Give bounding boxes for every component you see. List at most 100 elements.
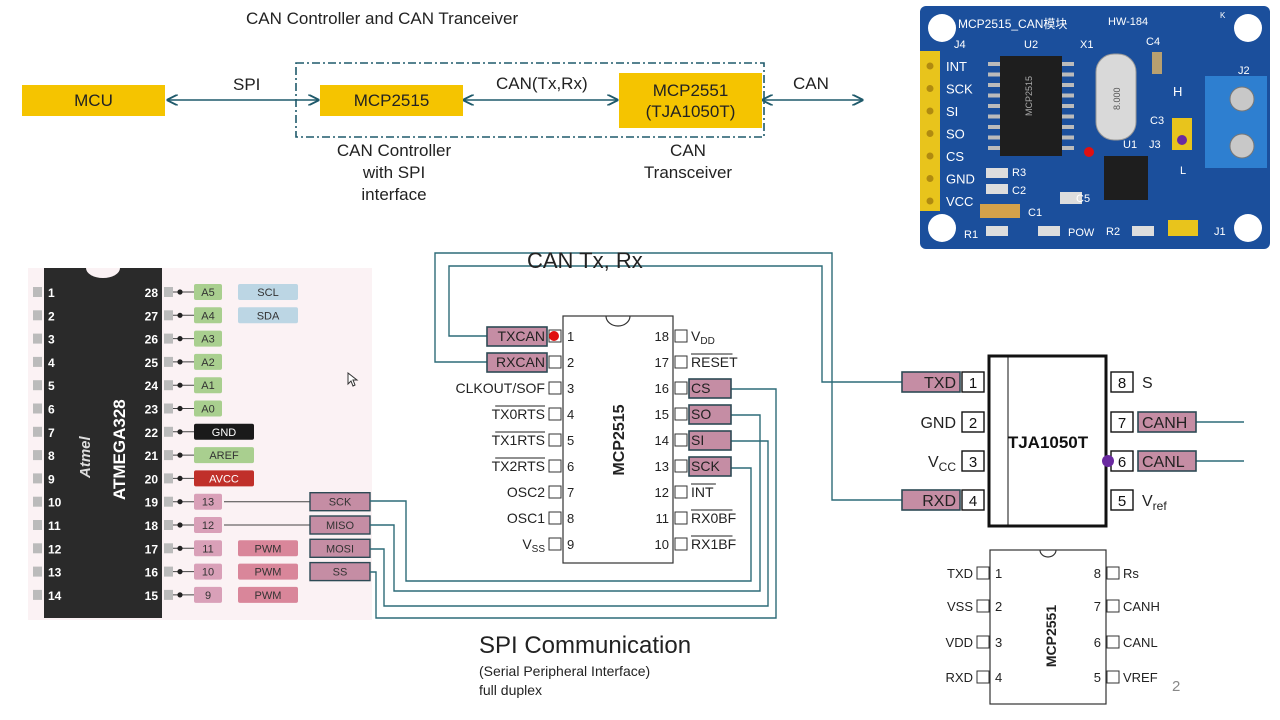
svg-text:3: 3 [995,635,1002,650]
mcp2551-pin [976,670,990,684]
svg-text:8: 8 [1094,566,1101,581]
mcp2515-pin [548,407,562,421]
chip-leg [988,146,1000,150]
atmega-pin-number: 2 [48,309,55,323]
svg-text:4: 4 [969,493,977,510]
atmega-pin-number: 21 [145,449,159,463]
svg-text:J4: J4 [954,39,966,51]
svg-text:C4: C4 [1146,36,1160,48]
mcp2551-pin [976,566,990,580]
tja-pin [1110,489,1134,511]
atmega-pin [164,450,173,461]
mcp2515-pin-number: 16 [655,381,669,396]
mcp2515-pin [674,355,688,369]
atmega-pin-number: 11 [48,519,61,533]
pin-function-tag [194,517,222,533]
pin-function-tag [194,330,222,347]
mcp2515-pin-number: 6 [567,459,574,474]
svg-text:AREF: AREF [209,450,239,462]
pin-function-tag [194,400,222,417]
mcu-block: MCU [22,85,165,116]
mcp2515-pin [674,459,688,473]
mcp2515-pin-number: 15 [655,407,669,422]
wire [370,388,777,619]
svg-text:U1: U1 [1123,139,1137,151]
svg-text:X1: X1 [1080,39,1093,51]
tja-pin-name: VCC [928,454,956,474]
pin-function-tag [194,586,222,603]
tja-pin [961,450,985,472]
mcp2551-pin-name: VREF [1123,670,1158,685]
mcp2551-pin-name: VSS [947,599,973,614]
atmega-pin-number: 15 [145,589,159,603]
svg-text:PWM: PWM [255,543,282,555]
mcp2515-pin-name: SI [691,432,704,448]
atmega-pin-number: 28 [145,286,159,300]
mcp2551-pin [976,635,990,649]
mcp2515-label: MCP2515 [611,404,628,475]
mcp2515-body [562,315,674,564]
atmega-pin-number: 13 [48,566,62,580]
mcp2515-pin-number: 13 [655,459,669,474]
header-pin [926,107,934,115]
atmega-pin-number: 22 [145,426,159,440]
svg-text:C3: C3 [1150,115,1164,127]
mcp2551-pin [1106,635,1120,649]
header-pin [926,197,934,205]
svg-text:SCL: SCL [257,287,278,299]
atmega-pin-number: 24 [145,379,159,393]
atmega-pin [164,380,173,391]
svg-text:U2: U2 [1024,39,1038,51]
svg-text:2: 2 [995,599,1002,614]
svg-text:R3: R3 [1012,167,1026,179]
atmega-pin [164,403,173,414]
mcp2515-pin-tag [688,378,732,399]
atmega-pin-number: 16 [145,566,159,580]
tja-pin-tag [1137,450,1197,472]
mcp2515-pin-number: 18 [655,329,669,344]
can-txrx-label: CAN(Tx,Rx) [496,74,588,93]
atmega-pin [33,310,42,321]
svg-text:4: 4 [995,670,1002,685]
svg-text:J1: J1 [1214,226,1226,238]
mcp2515-pin-name: SCK [691,458,720,474]
mcp2551-body [989,549,1107,705]
mcp2515-pin [548,485,562,499]
svg-text:MOSI: MOSI [326,543,354,555]
mcp2515-pin-number: 2 [567,355,574,370]
svg-text:PWM: PWM [255,567,282,579]
atmega-pin [33,520,42,530]
mcp2515-pin-number: 10 [655,537,669,552]
mcp2515-pin [548,355,562,369]
mcp2515-pin-name: RXCAN [496,354,545,370]
mcp2515-pin-name: CLKOUT/SOF [456,380,545,396]
tja-pin [961,489,985,511]
header-pin-label: SO [946,127,965,142]
mcp2515-pin [674,485,688,499]
atmega-pin [33,473,42,484]
svg-text:MCP2515: MCP2515 [1024,76,1034,116]
svg-text:MISO: MISO [326,520,355,532]
mcp2515-pin-name: CS [691,380,710,396]
svg-text:SDA: SDA [257,310,280,322]
atmega-pin-number: 25 [145,356,159,370]
svg-text:5: 5 [1094,670,1101,685]
atmega-pin-number: 12 [48,542,62,556]
mcp2515-pin [548,459,562,473]
mcp2515-pin-tag [486,326,548,347]
mcp2515-pin [674,537,688,551]
page-number: 2 [1172,678,1181,695]
atmega-pin-number: 17 [145,542,159,556]
atmega-pin-number: 3 [48,333,55,347]
chip-leg [988,125,1000,129]
can-module-photo: MCP2515_CAN模块 HW-184 K INTSCKSISOCSGNDVC… [920,6,1270,249]
svg-text:C5: C5 [1076,193,1090,205]
chip-leg [988,93,1000,98]
chip-leg [1062,83,1074,87]
header-pin [926,175,934,182]
svg-text:11: 11 [202,543,213,555]
canl-marker [1102,455,1114,467]
svg-text:5: 5 [1118,493,1126,510]
svg-text:2: 2 [969,415,977,432]
mcp2515-pin-number: 3 [567,381,574,396]
